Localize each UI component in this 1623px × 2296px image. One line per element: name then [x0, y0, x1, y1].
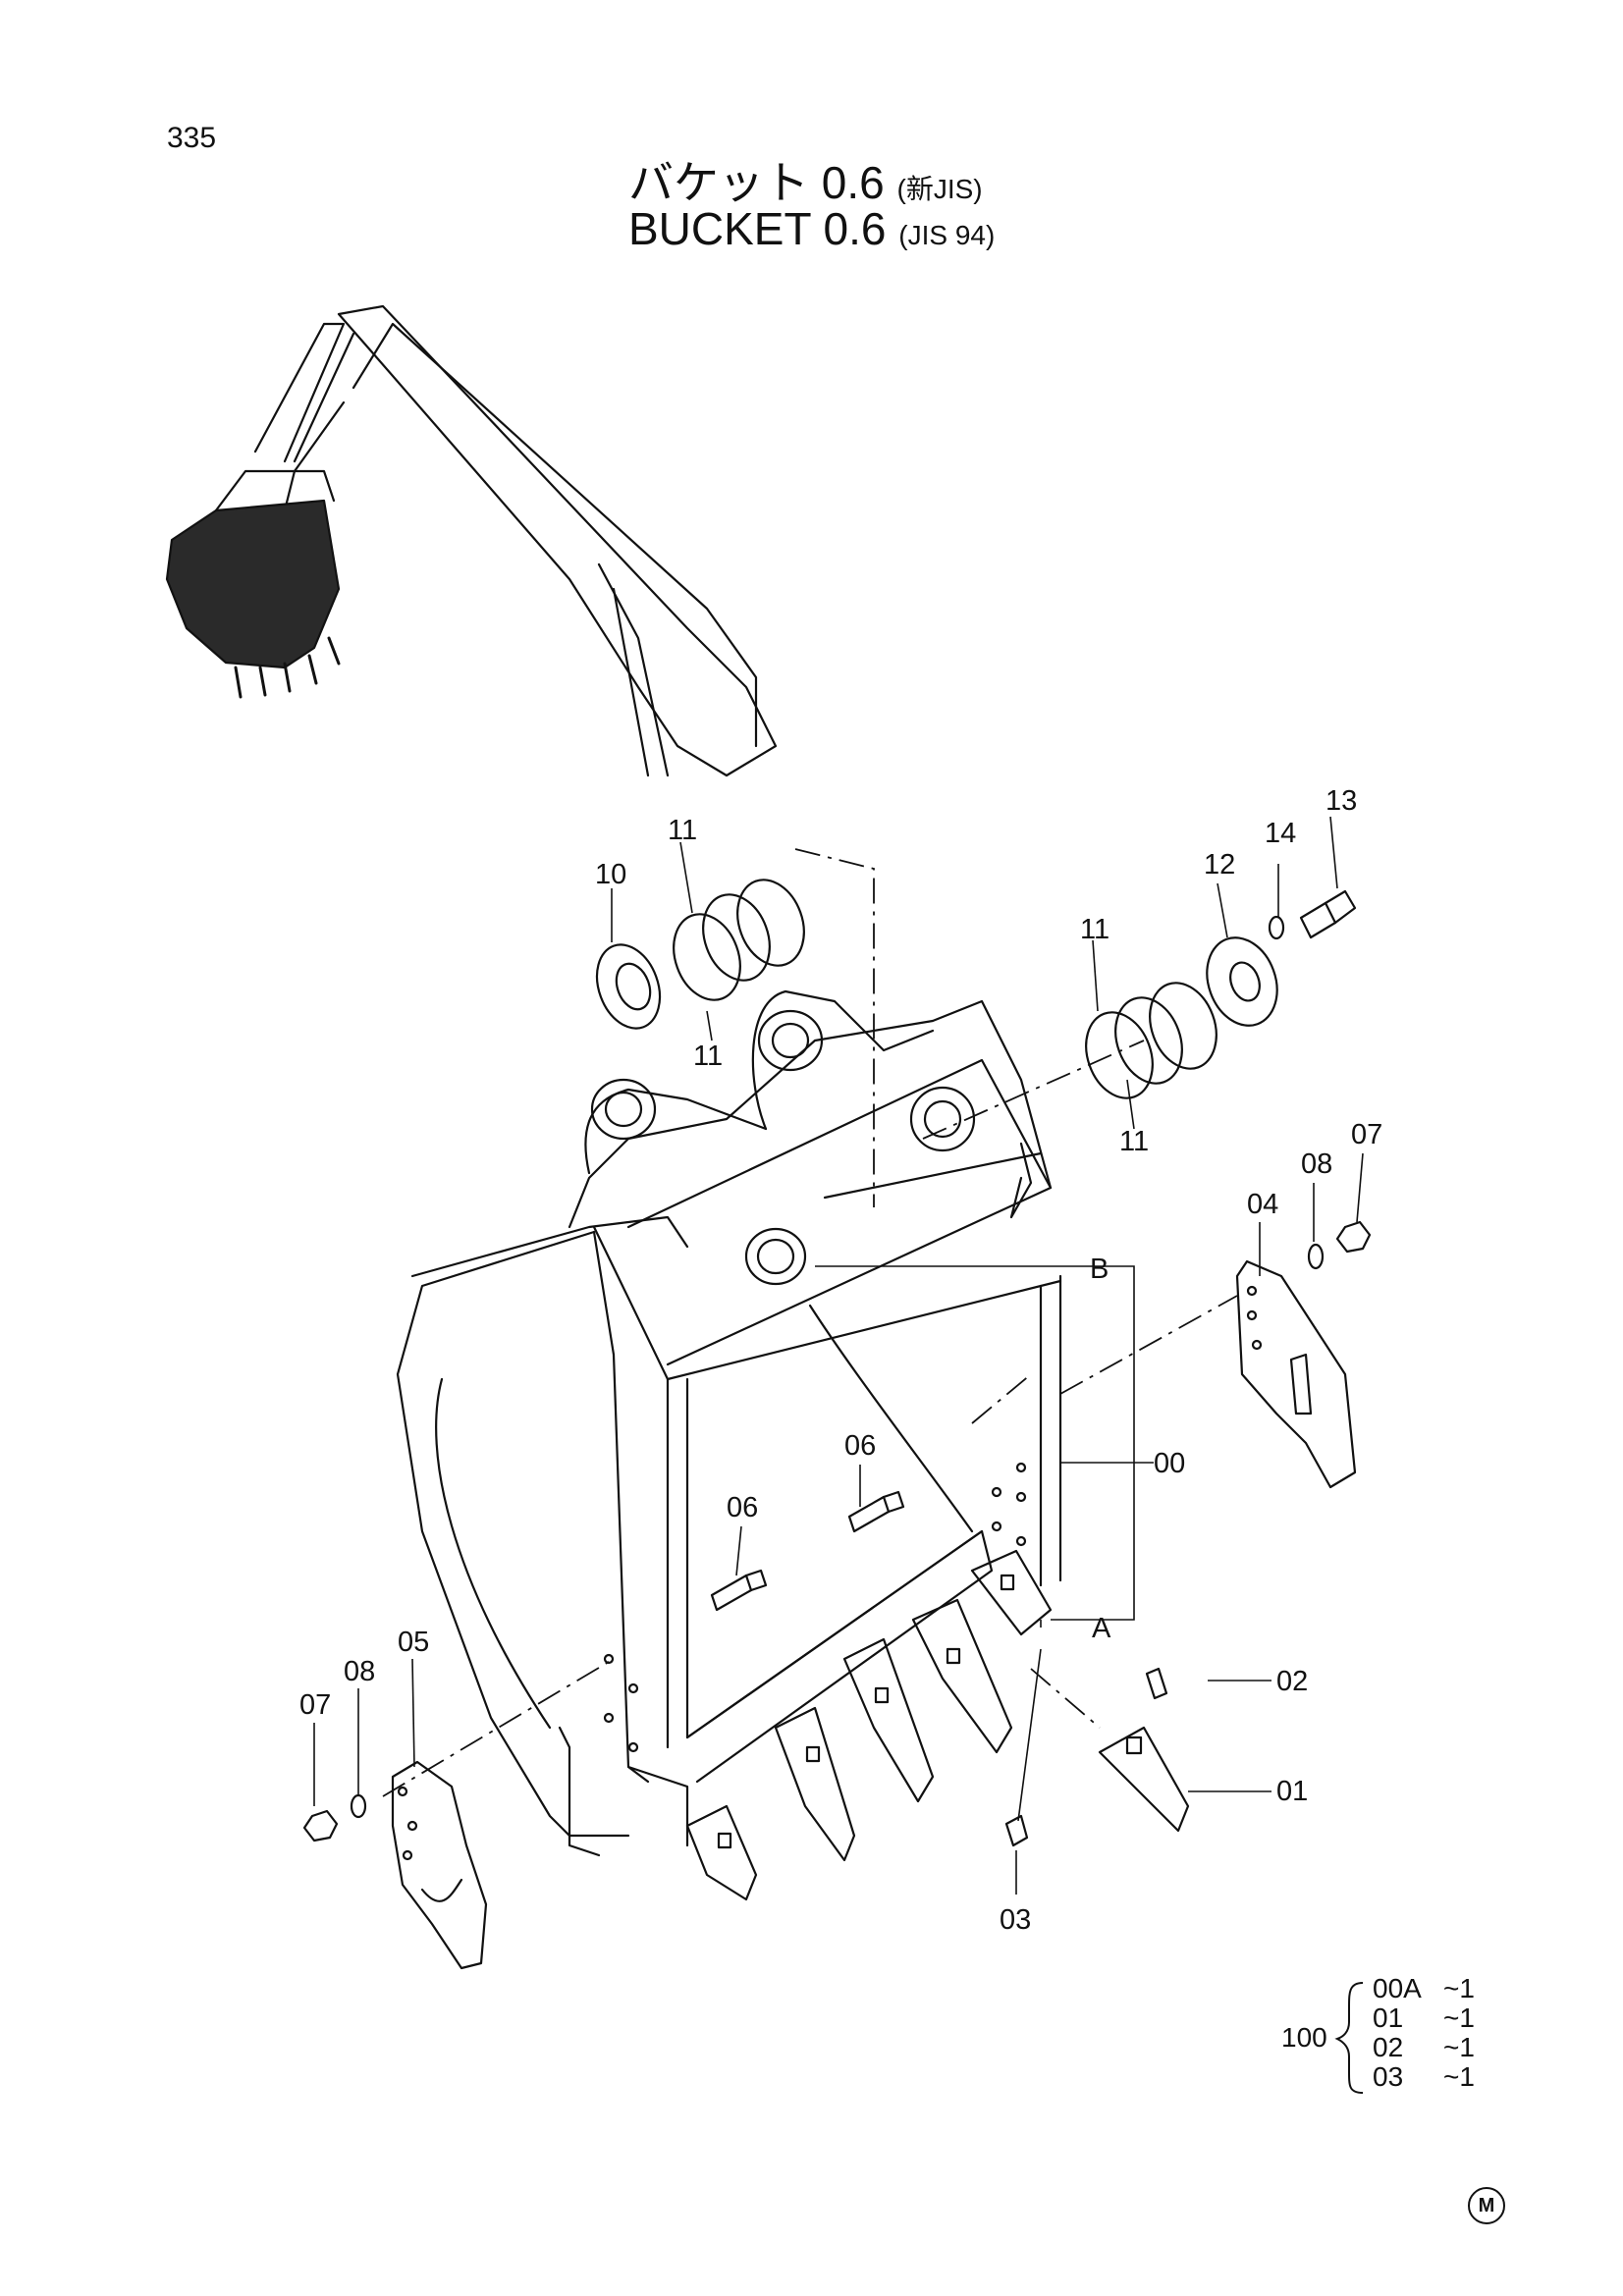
excavator-arm-inset [165, 304, 778, 777]
part-11-shims-left [673, 879, 805, 1001]
title-english-suffix: (JIS 94) [898, 220, 996, 250]
kit-item-part: 01 [1373, 2002, 1403, 2033]
kit-item-part: 00A [1373, 1973, 1422, 2003]
bucket-highlight [165, 499, 341, 669]
callout-04: 04 [1247, 1189, 1278, 1220]
kit-brace [1334, 1982, 1364, 2094]
title-english-text: BUCKET 0.6 [628, 203, 887, 254]
kit-item-qty: ~1 [1443, 1973, 1475, 2003]
part-04-side-cutter [1235, 1259, 1357, 1489]
callout-05: 05 [398, 1627, 429, 1658]
kit-item-part: 02 [1373, 2032, 1403, 2062]
callout-14: 14 [1265, 818, 1296, 849]
part-11-shims-right [1085, 982, 1217, 1099]
bucket-teeth [685, 1529, 1053, 1901]
kit-item-qty: ~1 [1443, 2061, 1475, 2092]
part-06-bolt-lower [710, 1569, 768, 1612]
title-japanese: バケット 0.6 (新JIS) [628, 147, 983, 212]
callout-ref-b: B [1090, 1254, 1109, 1285]
part-08-washer-left [350, 1793, 367, 1819]
kit-item-part: 03 [1373, 2061, 1403, 2092]
kit-number: 100 [1281, 2022, 1327, 2053]
part-14-washer [1268, 915, 1285, 940]
leader-lines [313, 816, 1364, 1895]
part-01-tooth [1098, 1726, 1190, 1833]
callout-08-left: 08 [344, 1656, 375, 1687]
part-03-lock [1004, 1814, 1029, 1847]
m-circle-mark: M [1468, 2187, 1505, 2224]
title-japanese-suffix: (新JIS) [896, 174, 983, 204]
part-07-nut-left [302, 1809, 339, 1842]
bucket-body [396, 989, 1062, 1857]
callout-07-left: 07 [299, 1689, 331, 1721]
callout-11-bottom-left: 11 [693, 1041, 723, 1072]
callouts: 13 14 12 11 10 11 11 11 07 08 04 B 00 06… [299, 785, 1382, 1936]
callout-ref-a: A [1092, 1613, 1111, 1644]
side-plate-holes [603, 1462, 1027, 1753]
kit-item-qty: ~1 [1443, 2032, 1475, 2062]
title-english: BUCKET 0.6 (JIS 94) [628, 202, 995, 255]
page-number: 335 [167, 122, 217, 154]
callout-02: 02 [1276, 1666, 1308, 1697]
callout-11-bottom-right: 11 [1119, 1126, 1149, 1157]
assembly-centerlines [382, 848, 1238, 1797]
part-05-side-cutter [391, 1760, 488, 1970]
callout-06-lower: 06 [727, 1492, 758, 1523]
callout-07-right: 07 [1351, 1119, 1382, 1150]
part-06-bolt-upper [847, 1490, 905, 1533]
part-02-pin [1145, 1667, 1168, 1700]
title-japanese-text: バケット 0.6 [628, 157, 885, 208]
part-07-nut-right [1335, 1220, 1372, 1254]
callout-01: 01 [1276, 1776, 1308, 1807]
kit-list: 100 00A ~1 01 ~1 02 ~1 03 ~1 [1281, 1973, 1475, 2094]
kit-item-qty: ~1 [1443, 2002, 1475, 2033]
callout-11-top-left: 11 [668, 815, 697, 846]
callout-06-upper: 06 [844, 1430, 876, 1462]
callout-10: 10 [595, 859, 626, 890]
boss-holes [590, 1009, 976, 1286]
callout-13: 13 [1325, 785, 1357, 817]
part-10-spacer [595, 943, 662, 1030]
part-12-spacer [1206, 936, 1278, 1027]
callout-11-top-right: 11 [1080, 914, 1109, 945]
callout-03: 03 [1000, 1904, 1031, 1936]
bucket-highlight-teeth [234, 636, 341, 699]
callout-00: 00 [1154, 1448, 1185, 1479]
callout-12: 12 [1204, 849, 1235, 881]
callout-08-right: 08 [1301, 1148, 1332, 1180]
part-08-washer-right [1307, 1243, 1325, 1270]
part-13-bolt [1299, 889, 1357, 939]
